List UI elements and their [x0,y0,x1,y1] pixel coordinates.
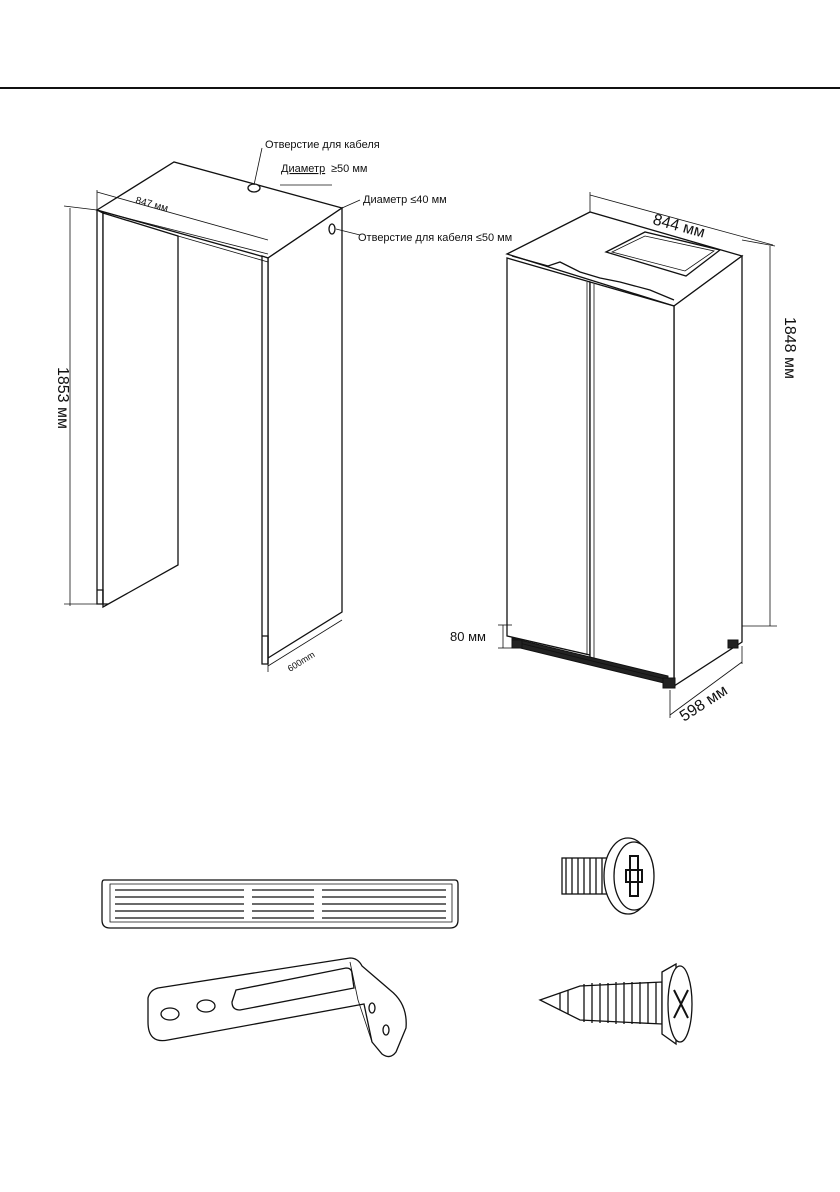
l-bracket-drawing [148,958,406,1057]
pan-head-screw-drawing [562,838,654,914]
diameter-top-prefix: Диаметр [281,163,325,175]
vent-grille-drawing [102,880,458,928]
niche-drawing [64,148,360,672]
diameter-top-value: ≥50 мм [331,163,367,175]
fridge-plinth-label: 80 мм [450,629,486,644]
niche-depth-label: 600mm [286,649,317,673]
niche-height-label: 1853 мм [54,367,71,429]
cable-hole-side-label: Отверстие для кабеля ≤50 мм [358,232,512,244]
fridge-drawing [498,192,777,718]
fridge-height-label: 1848 мм [781,317,798,379]
countersunk-screw-drawing [540,964,692,1044]
cable-hole-top-label: Отверстие для кабеля [265,139,380,151]
diameter-side-label: Диаметр ≤40 мм [363,194,447,206]
